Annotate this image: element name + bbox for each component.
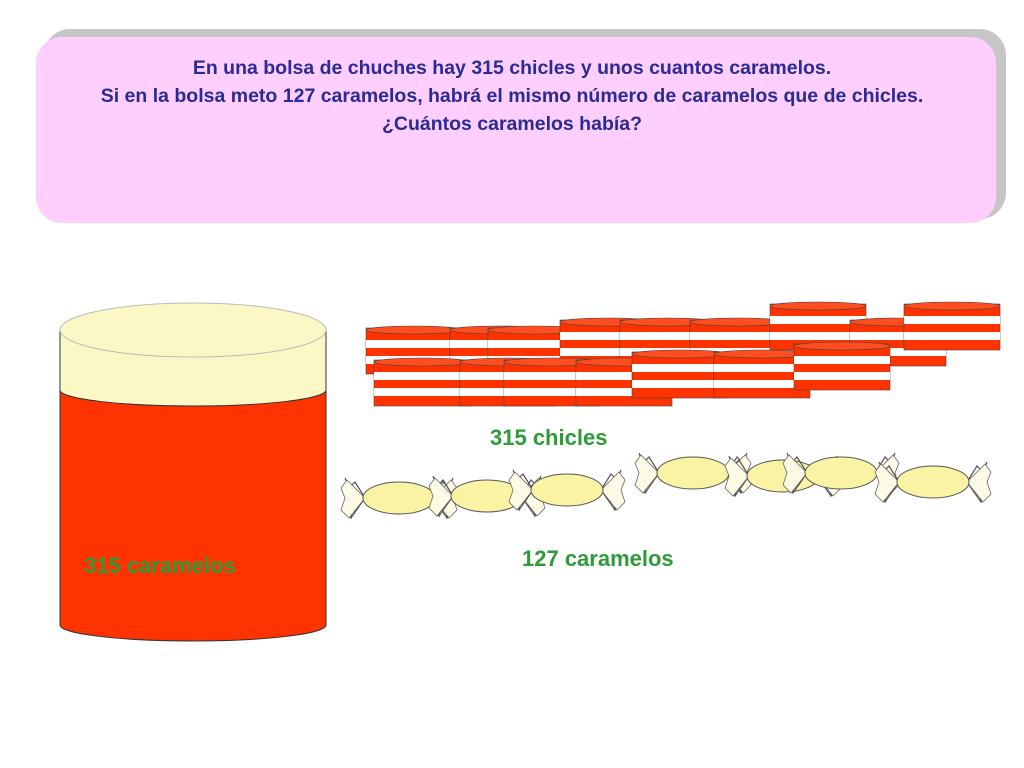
problem-line-3: ¿Cuántos caramelos había? — [381, 113, 643, 135]
problem-text: En una bolsa de chuches hay 315 chicles … — [0, 54, 1024, 138]
chicle-icon — [373, 357, 471, 407]
label-chicles: 315 chicles — [490, 425, 608, 450]
label-caramelos-jar: 315 caramelos — [84, 553, 236, 578]
chicle-icon — [631, 349, 729, 399]
caramelo-icon — [874, 461, 992, 504]
jar-rim — [59, 302, 327, 358]
jar-icon — [59, 302, 327, 642]
chicle-icon — [903, 301, 1001, 351]
caramelo-icon — [634, 452, 752, 495]
caramelo-icon — [508, 469, 626, 512]
jar-body — [59, 329, 327, 642]
problem-line-2: Si en la bolsa meto 127 caramelos, habrá… — [100, 85, 924, 107]
chicle-icon — [793, 341, 891, 391]
caramelos-row — [340, 452, 992, 520]
label-caramelos-added: 127 caramelos — [522, 546, 674, 571]
problem-line-1: En una bolsa de chuches hay 315 chicles … — [192, 57, 832, 79]
problem-banner — [36, 37, 996, 223]
chicles-pile — [365, 301, 1001, 407]
